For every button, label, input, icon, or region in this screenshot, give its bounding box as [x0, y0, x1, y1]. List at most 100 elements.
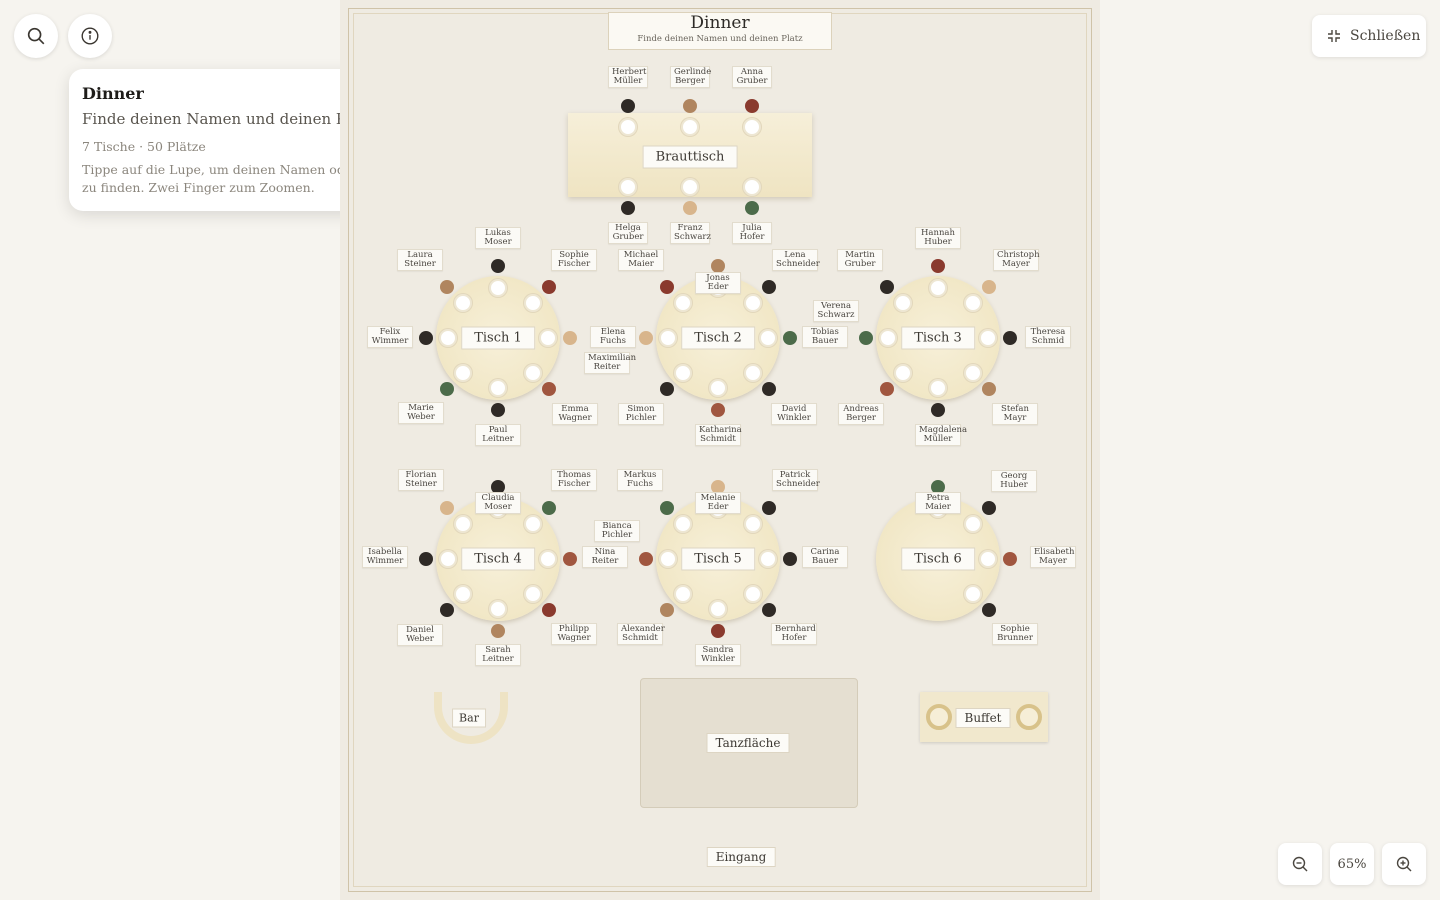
guest-name-label[interactable]: Stefan Mayr — [992, 403, 1038, 425]
guest-name-label[interactable]: Herbert Müller — [608, 66, 648, 88]
guest-name-label[interactable]: Isabella Wimmer — [362, 546, 408, 568]
guest-name-label[interactable]: Laura Steiner — [397, 249, 443, 271]
guest-name-label[interactable]: Markus Fuchs — [617, 469, 663, 491]
place-setting — [681, 118, 699, 136]
guest-figure-icon — [563, 331, 577, 345]
entrance-label: Eingang — [706, 847, 776, 867]
place-setting — [929, 379, 947, 397]
guest-name-label[interactable]: Thomas Fischer — [551, 469, 597, 491]
zoom-out-icon — [1292, 856, 1308, 872]
place-setting — [453, 364, 472, 383]
guest-name-label[interactable]: Lena Schneider — [772, 249, 820, 271]
guest-name-label[interactable]: Sarah Leitner — [475, 644, 521, 666]
guest-name-label[interactable]: Simon Pichler — [618, 403, 664, 425]
place-setting — [929, 279, 947, 297]
seating-plan[interactable]: Dinner Finde deinen Namen und deinen Pla… — [340, 0, 1100, 900]
buffet-label: Buffet — [955, 708, 1011, 728]
guest-figure-icon — [563, 552, 577, 566]
guest-figure-icon — [639, 331, 653, 345]
place-setting — [979, 329, 997, 347]
guest-name-label[interactable]: Franz Schwarz — [670, 222, 711, 244]
guest-name-label[interactable]: Georg Huber — [991, 470, 1037, 492]
guest-name-label[interactable]: Carina Bauer — [802, 546, 848, 568]
search-button[interactable] — [14, 14, 58, 58]
table-label: Tisch 3 — [901, 326, 975, 350]
guest-name-label[interactable]: Elisabeth Mayer — [1030, 546, 1076, 568]
guest-name-label[interactable]: Katharina Schmidt — [695, 424, 742, 446]
place-setting — [524, 585, 543, 604]
guest-name-label[interactable]: Christoph Mayer — [993, 249, 1040, 271]
guest-name-label[interactable]: Sophie Brunner — [992, 623, 1038, 645]
guest-name-label[interactable]: Daniel Weber — [397, 624, 443, 646]
info-button[interactable] — [68, 14, 112, 58]
guest-figure-icon — [711, 259, 725, 273]
guest-figure-icon — [711, 403, 725, 417]
close-button[interactable]: Schließen — [1312, 15, 1426, 57]
zoom-out-button[interactable] — [1278, 843, 1322, 885]
guest-name-label[interactable]: Paul Leitner — [475, 424, 521, 446]
search-icon — [27, 27, 45, 45]
place-setting — [539, 550, 557, 568]
guest-name-label[interactable]: Hannah Huber — [915, 227, 961, 249]
place-setting — [893, 293, 912, 312]
guest-name-label[interactable]: Martin Gruber — [837, 249, 883, 271]
guest-name-label[interactable]: Julia Hofer — [732, 222, 772, 244]
guest-name-label[interactable]: Patrick Schneider — [772, 469, 820, 491]
guest-name-label[interactable]: Andreas Berger — [838, 403, 884, 425]
guest-name-label[interactable]: Sophie Fischer — [551, 249, 597, 271]
place-setting — [964, 585, 983, 604]
guest-name-label[interactable]: Elena Fuchs — [590, 326, 636, 348]
table-label: Tisch 4 — [461, 547, 535, 571]
guest-name-label[interactable]: Verena Schwarz — [813, 300, 859, 322]
place-setting — [709, 379, 727, 397]
guest-name-label[interactable]: Anna Gruber — [732, 66, 772, 88]
guest-figure-icon — [711, 480, 725, 494]
guest-figure-icon — [491, 624, 505, 638]
guest-figure-icon — [761, 602, 776, 617]
guest-name-label[interactable]: Helga Gruber — [608, 222, 648, 244]
guest-name-label[interactable]: Emma Wagner — [552, 403, 598, 425]
guest-name-label[interactable]: Alexander Schmidt — [617, 623, 665, 645]
guest-name-label[interactable]: Philipp Wagner — [551, 623, 597, 645]
place-setting — [673, 293, 692, 312]
guest-figure-icon — [491, 480, 505, 494]
guest-figure-icon — [981, 602, 996, 617]
zoom-in-button[interactable] — [1382, 843, 1426, 885]
guest-figure-icon — [931, 403, 945, 417]
guest-name-label[interactable]: David Winkler — [771, 403, 817, 425]
guest-name-label[interactable]: Gerlinde Berger — [670, 66, 711, 88]
guest-name-label[interactable]: Claudia Moser — [475, 492, 521, 514]
place-setting — [524, 514, 543, 533]
place-setting — [659, 550, 677, 568]
buffet-dish-icon — [1016, 704, 1042, 730]
guest-name-label[interactable]: Florian Steiner — [398, 469, 444, 491]
guest-name-label[interactable]: Theresa Schmid — [1025, 326, 1071, 348]
guest-name-label[interactable]: Michael Maier — [618, 249, 664, 271]
guest-figure-icon — [761, 381, 776, 396]
guest-figure-icon — [419, 331, 433, 345]
guest-name-label[interactable]: Felix Wimmer — [367, 326, 413, 348]
guest-name-label[interactable]: Maximilian Reiter — [584, 352, 636, 374]
guest-name-label[interactable]: Sandra Winkler — [695, 644, 741, 666]
guest-name-label[interactable]: Petra Maier — [915, 492, 961, 514]
place-setting — [453, 293, 472, 312]
guest-figure-icon — [660, 501, 675, 516]
guest-name-label[interactable]: Bernhard Hofer — [771, 623, 817, 645]
buffet-counter[interactable] — [920, 692, 1048, 742]
guest-name-label[interactable]: Bianca Pichler — [594, 520, 640, 542]
table-label: Tisch 1 — [461, 326, 535, 350]
guest-name-label[interactable]: Nina Reiter — [582, 546, 628, 568]
place-setting — [489, 279, 507, 297]
guest-name-label[interactable]: Jonas Eder — [695, 272, 741, 294]
guest-name-label[interactable]: Marie Weber — [398, 402, 444, 424]
guest-name-label[interactable]: Tobias Bauer — [802, 326, 848, 348]
bar-counter[interactable] — [434, 692, 508, 744]
place-setting — [524, 364, 543, 383]
place-setting — [979, 550, 997, 568]
guest-name-label[interactable]: Lukas Moser — [475, 227, 521, 249]
table-label: Tisch 6 — [901, 547, 975, 571]
guest-name-label[interactable]: Magdalena Müller — [915, 424, 967, 446]
guest-figure-icon — [745, 201, 759, 215]
guest-figure-icon — [621, 99, 635, 113]
guest-name-label[interactable]: Melanie Eder — [695, 492, 741, 514]
